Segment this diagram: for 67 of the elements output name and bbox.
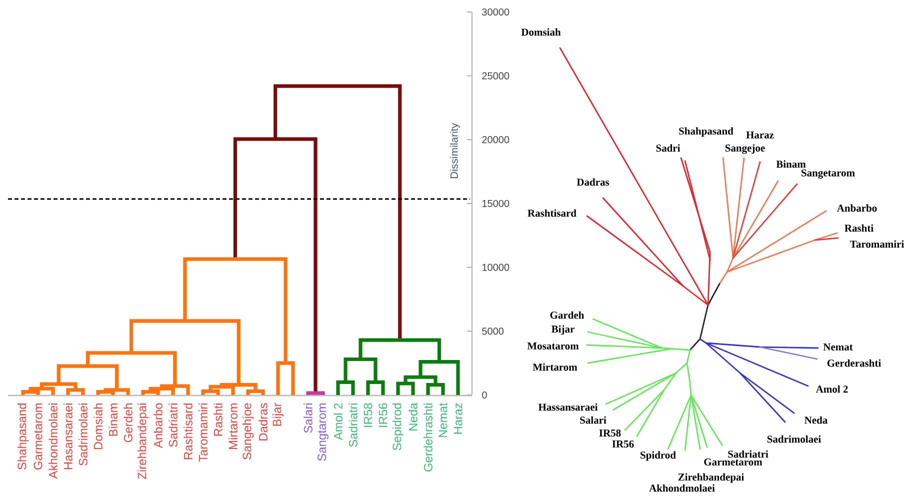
leaf-label: Salari — [304, 404, 312, 433]
leaf-label: Mirtarom — [532, 363, 578, 371]
tick-label: 15000 — [482, 200, 510, 208]
leaf-label: Dadras — [258, 403, 268, 440]
leaf-label: Taromamiri — [198, 404, 208, 462]
leaf-label: Neda — [408, 402, 418, 430]
tick-label: 20000 — [482, 136, 510, 144]
leaf-label: Rashtisard — [528, 209, 576, 217]
leaf-label: Rashti — [844, 224, 874, 232]
leaf-label: Domsiah — [94, 403, 102, 450]
tick-label: 30000 — [482, 8, 510, 16]
leaf-label: IR56 — [378, 403, 388, 427]
leaf-label: Bijar — [272, 402, 284, 426]
leaf-label: Sangejoe — [725, 144, 765, 154]
leaf-label: Sadriatri — [348, 404, 358, 447]
leaf-label: Rashtisard — [184, 403, 192, 460]
leaf-label: Bijar — [552, 325, 574, 335]
leaf-label: Dadras — [576, 178, 610, 186]
leaf-label: Garmetarom — [34, 404, 42, 470]
leaf-label: Gerderashti — [827, 359, 881, 367]
leaf-label: Binam — [108, 404, 118, 436]
leaf-label: Neda — [804, 416, 828, 424]
leaf-label: Hasansaraei — [64, 404, 72, 470]
leaf-label: Akhondmolaei — [48, 404, 58, 479]
leaf-label: Sadriatri — [168, 404, 178, 447]
leaf-label: Shahpasand — [17, 404, 29, 470]
leaf-label: Domsiah — [521, 28, 561, 36]
leaf-label: Nemat — [438, 402, 448, 438]
leaf-label: IR58 — [364, 403, 372, 427]
leaf-label: Sadri — [656, 144, 680, 152]
leaf-label: Sadrimolaei — [78, 404, 88, 466]
leaf-label: Haraz — [746, 132, 774, 138]
tick-label: 25000 — [482, 72, 510, 80]
tick-label: 0 — [482, 391, 487, 399]
leaf-label: Sangetarom — [802, 169, 855, 179]
leaf-label: Mirtarom — [228, 404, 238, 450]
leaf-label: Shahpasand — [679, 127, 734, 137]
leaf-label: Sadrimolaei — [767, 435, 821, 443]
leaf-label: Zirehbandepai — [137, 404, 149, 480]
leaf-label: Amol 2 — [816, 385, 848, 393]
leaf-label: Sangehjoe — [242, 403, 254, 460]
leaf-label: Taromamiri — [850, 240, 904, 248]
leaf-label: Sangtarom — [318, 404, 328, 461]
leaf-label: Mosatarom — [527, 342, 579, 350]
leaf-label: Amol 2 — [334, 403, 342, 440]
leaf-label: Sadriatri — [728, 450, 768, 458]
leaf-label: Gerdehrashti — [424, 404, 432, 472]
tick-label: 10000 — [482, 264, 510, 271]
leaf-label: Akhondmolaei — [649, 484, 715, 492]
leaf-label: Gerdeh — [124, 403, 132, 442]
leaf-label: Anbarbo — [836, 204, 877, 212]
leaf-label: Sepidrod — [392, 403, 404, 450]
axis-title: Dissimilarity — [450, 123, 460, 178]
leaf-label: Garmetarom — [704, 458, 762, 466]
tick-label: 5000 — [482, 328, 504, 335]
leaf-label: Binam — [776, 160, 806, 168]
leaf-label: Zirehbandepai — [678, 473, 744, 483]
leaf-label: Rashti — [214, 404, 222, 436]
leaf-label: IR56 — [612, 440, 634, 448]
leaf-label: Hassansaraei — [538, 403, 598, 411]
leaf-label: Salari — [580, 416, 606, 424]
leaf-label: Haraz — [454, 403, 462, 434]
leaf-label: Gardeh — [550, 311, 584, 319]
leaf-label: Nemat — [823, 344, 853, 350]
leaf-label: Spidrod — [640, 451, 676, 461]
leaf-label: Anbarbo — [154, 403, 162, 448]
leaf-label: IR58 — [599, 429, 621, 437]
